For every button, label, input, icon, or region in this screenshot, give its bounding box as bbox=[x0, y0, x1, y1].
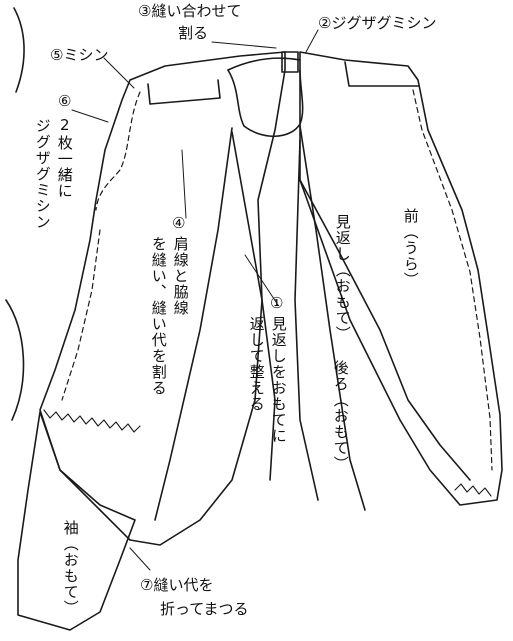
leader-step5 bbox=[103, 57, 135, 89]
hem-zigzag-left bbox=[43, 409, 141, 433]
step4-text-1: 肩線と脇線 bbox=[171, 236, 190, 316]
armhole-dash-seam bbox=[95, 91, 141, 211]
inner-back-seam-right bbox=[299, 125, 366, 511]
step3-marker: ③ bbox=[138, 2, 152, 20]
front-label: 前（うら） bbox=[401, 208, 420, 288]
step7-marker: ⑦ bbox=[140, 576, 154, 594]
step7-label-line2: 折ってまつる bbox=[160, 600, 249, 618]
leader-step3 bbox=[211, 41, 277, 49]
step3-text-1: 縫い合わせて bbox=[151, 2, 242, 20]
facing-inner-line bbox=[231, 131, 276, 481]
step6-marker: ⑥ bbox=[58, 92, 72, 110]
front-shoulder-seam bbox=[344, 61, 419, 87]
back-shoulder-seam bbox=[147, 79, 221, 105]
step4-marker: ④ bbox=[172, 214, 186, 232]
front-panel-outline bbox=[299, 51, 503, 506]
leader-step7 bbox=[129, 547, 151, 571]
sleeve-outline bbox=[17, 411, 136, 631]
left-edge-arc bbox=[13, 7, 25, 93]
left-edge-arc-lower bbox=[5, 299, 25, 421]
step6-text-2: ジグザグミシン bbox=[33, 118, 52, 230]
collar-top bbox=[227, 57, 301, 71]
step5-text: ミシン bbox=[63, 46, 109, 64]
step3-label-line2: 割る bbox=[178, 24, 209, 42]
step1-marker: ① bbox=[270, 294, 284, 312]
step1-text-1: 見返しをおもてに bbox=[269, 316, 288, 444]
side-dash-seam bbox=[61, 229, 101, 401]
leader-step2 bbox=[305, 29, 319, 53]
back-label: 後ろ（おもて） bbox=[331, 360, 350, 472]
step5-label: ⑤ミシン bbox=[50, 48, 108, 63]
inner-back-seam-left bbox=[154, 127, 233, 521]
step7-text-1: 縫い代を bbox=[153, 576, 214, 594]
step5-marker: ⑤ bbox=[50, 46, 64, 64]
step3-label-line1: ③縫い合わせて bbox=[138, 4, 241, 19]
step7-label-line1: ⑦縫い代を bbox=[140, 578, 213, 593]
hem-zigzag-right bbox=[454, 483, 492, 497]
step2-marker: ② bbox=[318, 14, 332, 32]
step4-text-2: を縫い、縫い代を割る bbox=[149, 236, 168, 396]
collar-curve bbox=[227, 69, 304, 137]
leader-step1 bbox=[244, 254, 279, 306]
step2-label: ②ジグザグミシン bbox=[318, 16, 436, 31]
step2-text: ジグザグミシン bbox=[331, 14, 437, 32]
sleeve-label: 袖（おもて） bbox=[61, 520, 80, 616]
facing-label: 見返し（おもて） bbox=[333, 214, 352, 342]
back-lining-line bbox=[294, 139, 319, 501]
step6-text-1: 2枚一緒に bbox=[55, 116, 74, 199]
leader-step6 bbox=[71, 109, 109, 123]
front-dash-seam bbox=[412, 89, 493, 471]
step1-text-2: 返して整える bbox=[247, 316, 266, 412]
facing-fold-line bbox=[299, 179, 471, 481]
leader-step4 bbox=[181, 149, 187, 219]
centre-seam bbox=[281, 51, 299, 73]
